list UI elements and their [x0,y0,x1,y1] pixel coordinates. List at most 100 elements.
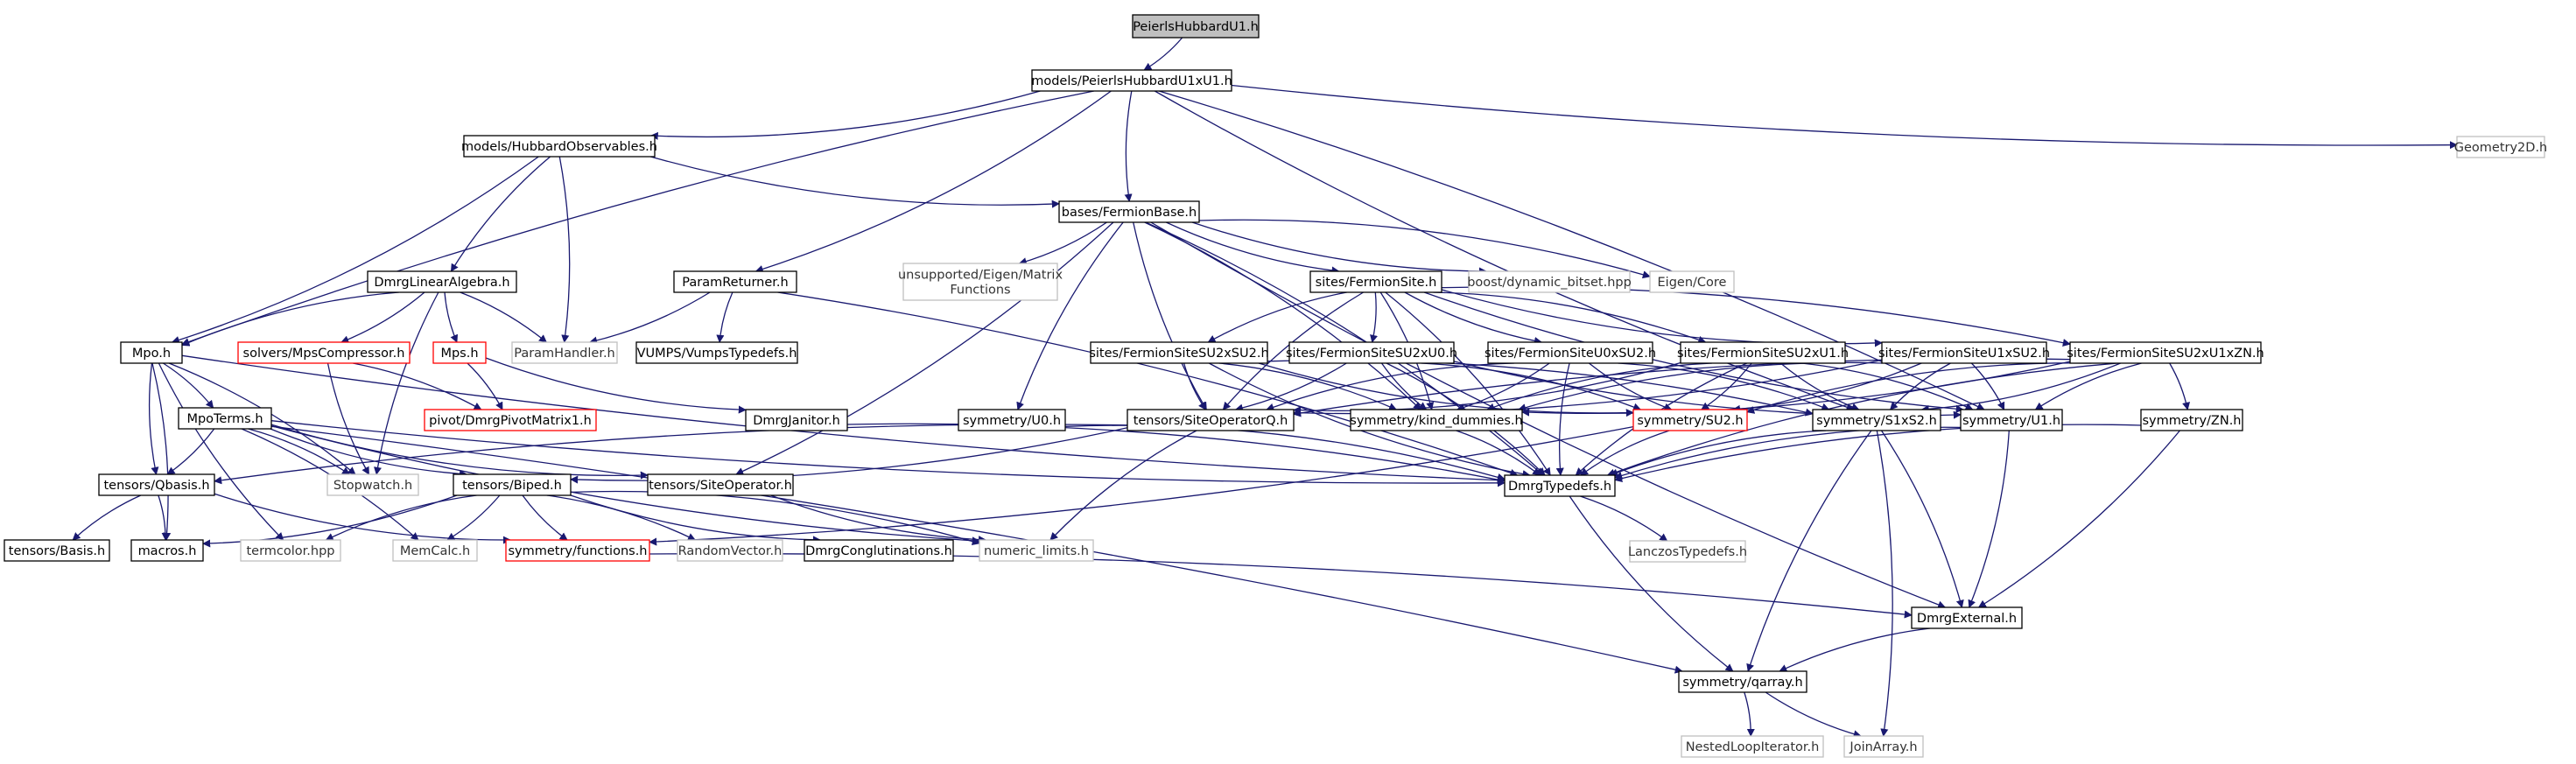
edge-sym_functions-to-dmrg_external [649,553,1913,619]
node-dmrg-janitor[interactable]: DmrgJanitor.h [745,409,848,431]
node-param-returner[interactable]: ParamReturner.h [673,270,797,293]
edge-mpoterms-to-numeric_limits [270,424,980,545]
edge-fermion_base-to-unsupported_eigen [1018,221,1107,266]
node-tensors-basis[interactable]: tensors/Basis.h [4,539,110,562]
edge-biped-to-sym_functions [522,494,568,541]
node-sym-u0[interactable]: symmetry/U0.h [958,409,1066,431]
node-param-handler: ParamHandler.h [511,341,618,364]
node-memcalc: MemCalc.h [392,539,478,562]
edge-sym_u1-to-dmrg_external [1968,430,2010,608]
edge-root-to-models_peierls [1143,37,1183,71]
node-sym-s1xs2[interactable]: symmetry/S1xS2.h [1812,409,1941,431]
node-box [511,341,618,364]
edge-biped-to-termcolor [325,494,477,541]
node-dmrg-typedefs[interactable]: DmrgTypedefs.h [1504,474,1616,497]
node-label: DmrgTypedefs.h [1508,480,1611,494]
node-biped[interactable]: tensors/Biped.h [453,473,572,496]
node-box [240,539,341,562]
node-sym-functions[interactable]: symmetry/functions.h [505,539,650,562]
edge-sites_su2xu1-to-sym_u1 [1801,362,1974,410]
node-site-op[interactable]: tensors/SiteOperator.h [647,473,794,496]
node-sites-fermionsite[interactable]: sites/FermionSite.h [1309,270,1442,293]
node-dmrg-conglut[interactable]: DmrgConglutinations.h [804,539,954,562]
node-box [2456,136,2545,158]
node-sym-su2[interactable]: symmetry/SU2.h [1632,409,1748,431]
edge-biped-to-memcalc [446,494,501,541]
node-vumps-typedefs[interactable]: VUMPS/VumpsTypedefs.h [635,341,798,364]
node-label: pivot/DmrgPivotMatrix1.h [429,414,592,428]
node-sym-qarray[interactable]: symmetry/qarray.h [1678,670,1807,693]
node-label: DmrgJanitor.h [753,414,840,428]
node-label: bases/FermionBase.h [1062,206,1197,220]
node-sites-su2xsu2[interactable]: sites/FermionSiteSU2xSU2.h [1089,341,1269,364]
edge-qbasis-to-tensors_basis [72,494,142,541]
node-macros[interactable]: macros.h [130,539,204,562]
node-label: DmrgLinearAlgebra.h [374,276,509,290]
edge-fermion_base-to-sym_kind [1144,221,1421,410]
edge-site_opq-to-qbasis [214,424,1128,485]
node-stopwatch: Stopwatch.h [326,473,419,496]
node-box [1090,341,1268,364]
edge-dmrg_janitor-to-dmrg_typedefs [846,423,1506,484]
node-mpo[interactable]: Mpo.h [120,341,183,364]
node-mps[interactable]: Mps.h [432,341,487,364]
node-hubbard-obs[interactable]: models/HubbardObservables.h [461,135,657,158]
edge-hubbard_obs-to-mpo [171,156,539,344]
node-fermion-base[interactable]: bases/FermionBase.h [1058,200,1200,223]
edge-sites_su2xsu2-to-dmrg_typedefs [1208,362,1531,479]
edge-sym_kind-to-dmrg_typedefs [1456,430,1541,476]
edge-param_returner-to-vumps_typedefs [716,291,733,343]
edge-sym_s1xs2-to-dmrg_typedefs [1610,430,1827,477]
node-sites-su2xu1[interactable]: sites/FermionSiteSU2xU1.h [1677,341,1849,364]
node-label: termcolor.hpp [246,544,334,558]
node-label: symmetry/U0.h [963,414,1061,428]
node-sites-u0xsu2[interactable]: sites/FermionSiteU0xSU2.h [1485,341,1656,364]
node-box [1132,14,1260,39]
node-dmrg-external[interactable]: DmrgExternal.h [1911,606,2023,629]
edge-mpo-to-termcolor [158,362,284,541]
edge-mps-to-pivot_matrix [467,362,503,410]
node-label: solvers/MpsCompressor.h [243,347,405,361]
node-pivot-matrix[interactable]: pivot/DmrgPivotMatrix1.h [424,409,597,431]
edge-fermion_base-to-dmrg_typedefs [1145,221,1544,476]
edge-solvers_mpscomp-to-pivot_matrix [353,362,482,410]
node-box [647,473,794,496]
node-sym-u1[interactable]: symmetry/U1.h [1960,409,2063,431]
edge-models_peierls-to-fermion_base [1124,90,1133,202]
edge-dmrg_typedefs-to-lanczos_typedefs [1580,495,1668,542]
node-geometry2d: Geometry2D.h [2454,136,2548,158]
edge-sites_su2xu1-to-sym_su2 [1701,362,1752,410]
node-box [120,341,183,364]
node-solvers-mpscomp[interactable]: solvers/MpsCompressor.h [237,341,411,364]
node-models-peierls[interactable]: models/PeierlsHubbardU1xU1.h [1031,69,1232,92]
node-box [1487,341,1653,364]
node-box [326,473,419,496]
edge-sites_fermionsite-to-dmrg_typedefs [1385,291,1551,476]
node-label: DmrgExternal.h [1917,612,2017,626]
node-join-array: JoinArray.h [1843,735,1924,758]
node-sym-zn[interactable]: symmetry/ZN.h [2140,409,2243,431]
node-sites-su2xu1xzn[interactable]: sites/FermionSiteSU2xU1xZN.h [2067,341,2264,364]
node-sites-u1xsu2[interactable]: sites/FermionSiteU1xSU2.h [1878,341,2050,364]
node-numeric-limits: numeric_limits.h [979,539,1094,562]
node-sym-kind[interactable]: symmetry/kind_dummies.h [1350,409,1523,431]
node-box [130,539,204,562]
node-box [958,409,1066,431]
node-mpoterms[interactable]: MpoTerms.h [178,407,272,430]
edge-sites_fermionsite-to-sites_su2xu1xzn [1441,286,2071,347]
node-lanczos-typedefs: LanczosTypedefs.h [1628,540,1747,563]
node-boost-bitset: boost/dynamic_bitset.hpp [1467,270,1632,293]
node-box [367,270,517,293]
edge-sites_fermionsite-to-sites_su2xsu2 [1207,291,1347,343]
edge-qbasis-to-macros [158,494,170,541]
node-label: symmetry/SU2.h [1637,414,1743,428]
node-label: DmrgConglutinations.h [805,544,952,558]
node-site-opq[interactable]: tensors/SiteOperatorQ.h [1127,409,1295,431]
node-label: symmetry/U1.h [1962,414,2060,428]
node-dmrg-linalg[interactable]: DmrgLinearAlgebra.h [367,270,517,293]
node-label: symmetry/kind_dummies.h [1350,414,1522,428]
node-label: Geometry2D.h [2454,141,2548,155]
edge-sites_u0xsu2-to-sym_kind [1456,362,1550,411]
node-sites-su2xu0[interactable]: sites/FermionSiteSU2xU0.h [1286,341,1457,364]
node-qbasis[interactable]: tensors/Qbasis.h [98,473,215,496]
